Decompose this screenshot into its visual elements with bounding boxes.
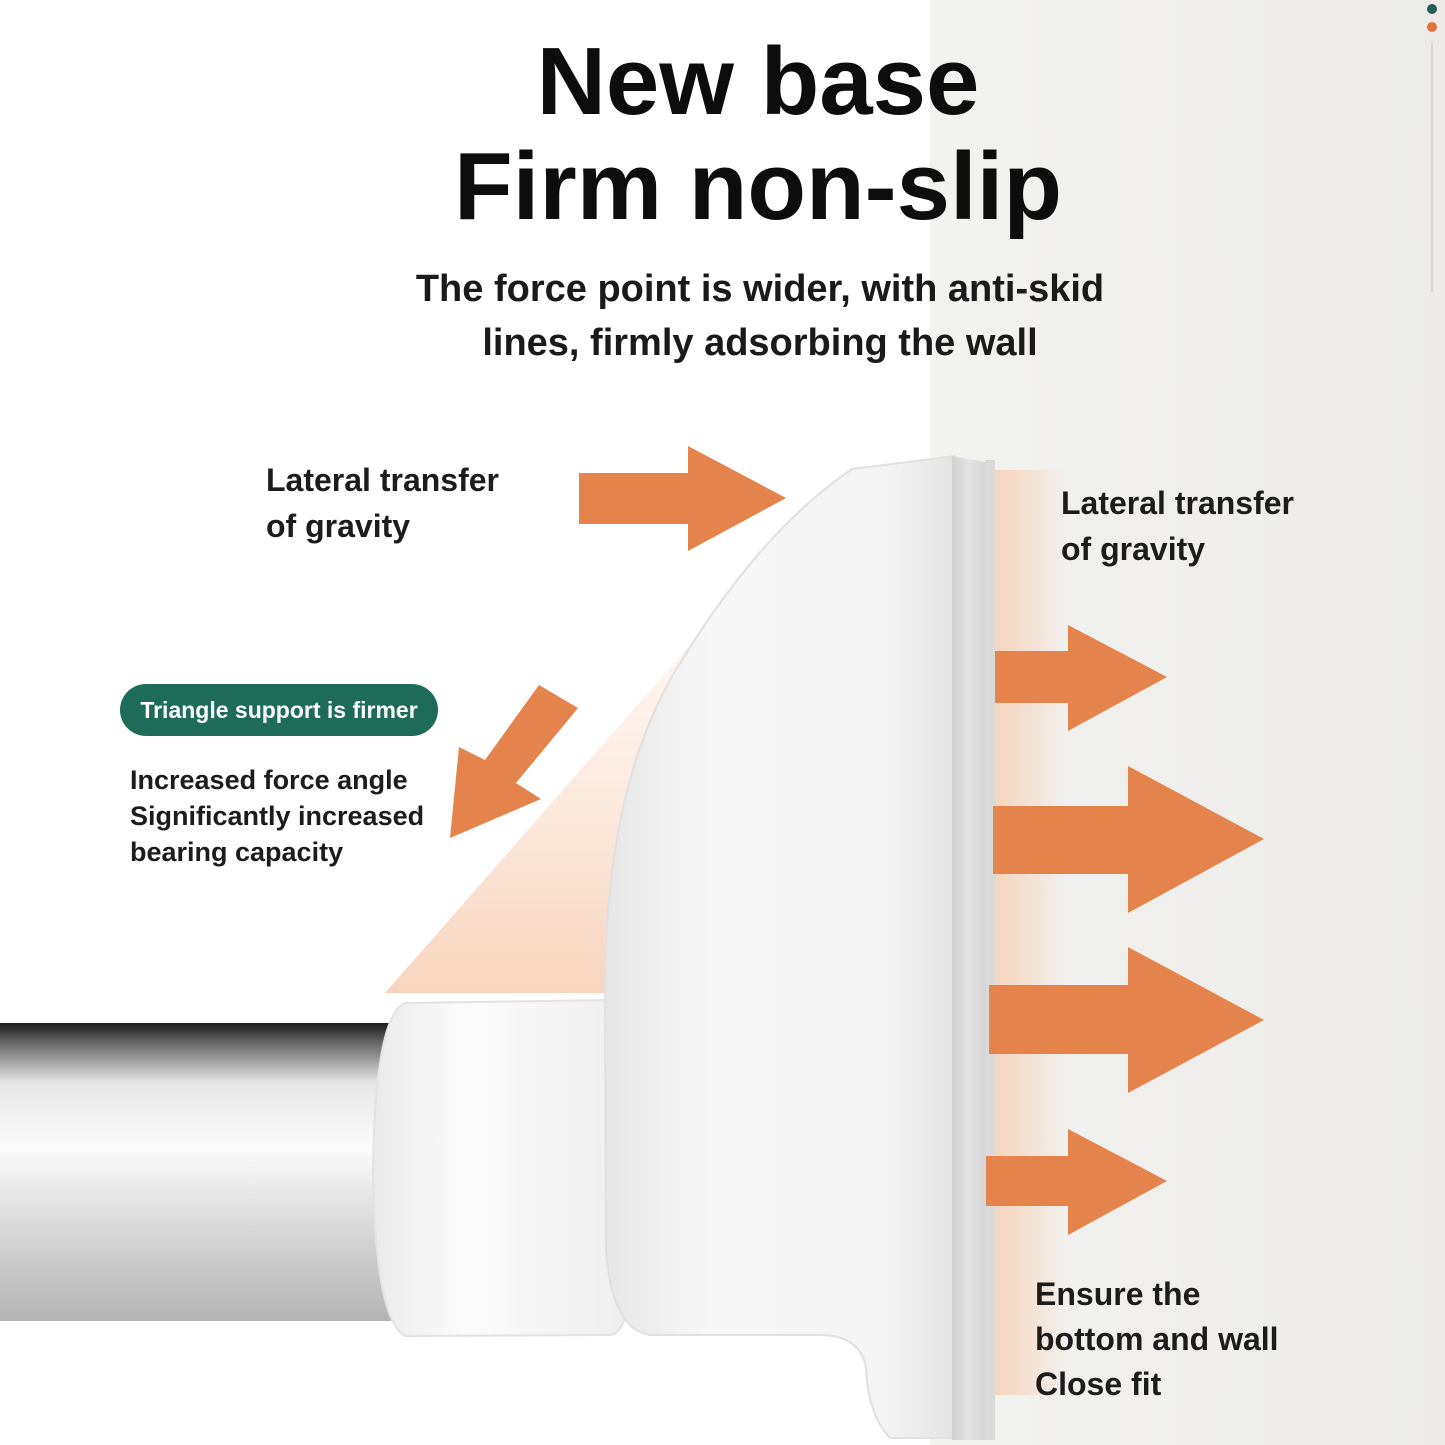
- label-line: bottom and wall: [1035, 1321, 1279, 1357]
- orange-dot-icon[interactable]: [1427, 22, 1437, 32]
- grab-bar-tube: [0, 1023, 400, 1321]
- subtitle-line-2: lines, firmly adsorbing the wall: [482, 322, 1038, 364]
- lateral-transfer-left-label: Lateral transfer of gravity: [266, 457, 499, 549]
- label-line: Ensure the: [1035, 1276, 1201, 1312]
- anti-skid-pad: [985, 460, 995, 1440]
- wall-base: [603, 454, 956, 1439]
- arrow-right-icon: [986, 1129, 1167, 1235]
- arrow-right-icon: [993, 766, 1264, 913]
- label-line: Close fit: [1035, 1366, 1162, 1402]
- page-scroll-indicator[interactable]: [1425, 4, 1439, 304]
- label-line: of gravity: [1061, 531, 1206, 567]
- contact-glow: [994, 470, 1064, 1395]
- triangle-support-badge: Triangle support is firmer: [120, 684, 438, 736]
- label-line: Significantly increased: [130, 801, 425, 831]
- label-line: Lateral transfer: [266, 462, 499, 498]
- subtitle-line-1: The force point is wider, with anti-skid: [415, 268, 1105, 310]
- lateral-transfer-right-label: Lateral transfer of gravity: [1061, 480, 1294, 572]
- base-collar: [371, 998, 629, 1338]
- teal-dot-icon[interactable]: [1427, 4, 1437, 14]
- subtitle: The force point is wider, with anti-skid…: [0, 262, 1445, 370]
- label-line: bearing capacity: [130, 837, 344, 867]
- title-line-2: Firm non-slip: [454, 133, 1062, 240]
- arrow-right-icon: [579, 446, 786, 551]
- arrow-down-left-icon: [450, 685, 578, 838]
- label-line: Lateral transfer: [1061, 485, 1294, 521]
- close-fit-label: Ensure the bottom and wall Close fit: [1035, 1272, 1279, 1407]
- arrow-right-icon: [995, 625, 1167, 731]
- label-line: of gravity: [266, 508, 411, 544]
- arrow-right-icon: [989, 947, 1264, 1093]
- base-flange: [952, 456, 985, 1440]
- increased-force-label: Increased force angle Significantly incr…: [130, 762, 424, 870]
- title-line-1: New base: [536, 28, 980, 135]
- label-line: Increased force angle: [130, 765, 408, 795]
- scroll-track[interactable]: [1431, 42, 1433, 292]
